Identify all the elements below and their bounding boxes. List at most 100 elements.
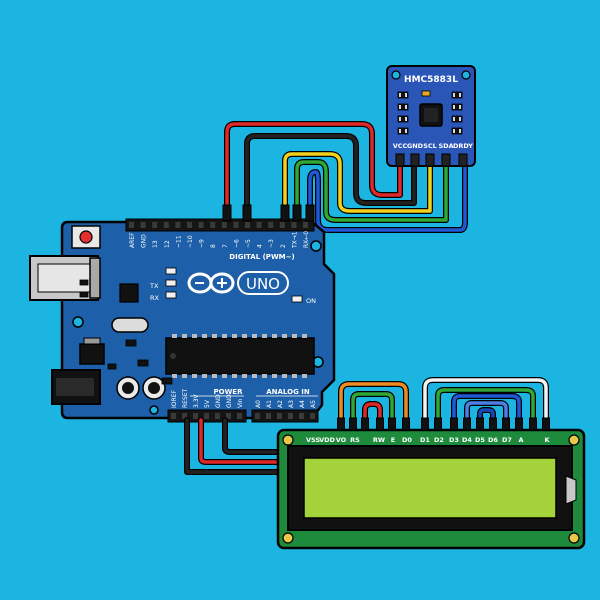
chip-pin xyxy=(302,374,307,378)
digital-pin-label: ~10 xyxy=(187,235,194,248)
chip-pin xyxy=(242,374,247,378)
chip-pin xyxy=(292,334,297,338)
header-hole xyxy=(210,222,216,228)
lcd-jumper-plug xyxy=(476,417,484,431)
analog-pin-label: A3 xyxy=(288,400,295,408)
chip-pin xyxy=(262,334,267,338)
reset-button xyxy=(71,225,101,249)
power-pin-label: Vin xyxy=(237,398,244,408)
lcd-power-wires xyxy=(184,417,285,475)
usb-chip xyxy=(119,283,139,303)
wire-black xyxy=(245,134,416,220)
chip-pin xyxy=(192,334,197,338)
analog-label: ANALOG IN xyxy=(266,388,310,396)
analog-pin-label: A4 xyxy=(299,400,306,408)
lcd-pin-label: VO xyxy=(336,436,347,444)
lcd-pin-label: E xyxy=(391,436,395,444)
sensor-title: HMC5883L xyxy=(404,75,458,85)
header-hole xyxy=(215,413,220,419)
chip-pin xyxy=(222,334,227,338)
chip-pin xyxy=(262,374,267,378)
lcd-pin-label: A xyxy=(518,436,523,444)
chip-pin xyxy=(212,374,217,378)
chip-pin xyxy=(292,374,297,378)
lcd-pin-label: D4 xyxy=(462,436,472,444)
sensor-pin-header xyxy=(395,153,468,167)
lcd-jumper-plug xyxy=(361,417,369,431)
power-pin-label: 3.3V xyxy=(193,393,200,408)
lcd-jumper-plug xyxy=(515,417,523,431)
lcd-jumper-plug xyxy=(489,417,497,431)
header-hole xyxy=(193,413,198,419)
analog-header xyxy=(251,409,319,423)
capacitors xyxy=(116,376,166,400)
rx-label: RX xyxy=(150,294,160,302)
digital-pin-label: 12 xyxy=(164,240,171,248)
header-hole xyxy=(198,222,204,228)
chip-pin xyxy=(182,374,187,378)
lcd-jumper-plugs xyxy=(337,417,550,431)
power-jack xyxy=(51,369,101,405)
lcd-jumper-plug xyxy=(450,417,458,431)
header-hole xyxy=(237,413,242,419)
header-hole xyxy=(140,222,146,228)
chip-pin xyxy=(282,334,287,338)
chip-pin xyxy=(172,374,177,378)
lcd-jumper-plug xyxy=(349,417,357,431)
lcd-jumper-plug xyxy=(502,417,510,431)
digital-header xyxy=(125,218,315,232)
digital-pin-label: ~3 xyxy=(268,239,275,248)
board-model-label: UNO xyxy=(246,275,280,293)
chip-pin xyxy=(232,374,237,378)
hmc5883l-module: HMC5883L VCC GND SCL SDA DRDY xyxy=(386,65,476,167)
header-hole xyxy=(299,413,304,419)
digital-pin-label: 13 xyxy=(152,240,159,248)
chip-pin xyxy=(202,374,207,378)
header-hole xyxy=(204,413,209,419)
lcd-pin-label: VDD xyxy=(319,436,335,444)
chip-pin xyxy=(282,374,287,378)
digital-pin-label: ~11 xyxy=(175,235,182,248)
chip-pin xyxy=(182,334,187,338)
sensor-wires xyxy=(224,121,468,233)
header-hole xyxy=(226,413,231,419)
wire-yellow xyxy=(283,152,432,220)
power-header xyxy=(167,409,247,423)
header-hole xyxy=(256,222,262,228)
header-hole xyxy=(171,413,176,419)
header-hole xyxy=(268,222,274,228)
header-hole xyxy=(221,222,227,228)
lcd-pin-label: VSS xyxy=(306,436,320,444)
analog-pin-label: A1 xyxy=(266,400,273,408)
digital-pin-label: AREF xyxy=(129,232,136,248)
header-hole xyxy=(310,413,315,419)
usb-port xyxy=(29,255,101,301)
chip-pin xyxy=(172,334,177,338)
lcd-pin-label: D7 xyxy=(502,436,512,444)
tx-label: TX xyxy=(149,282,159,290)
digital-pin-label: ~9 xyxy=(199,239,206,248)
header-hole xyxy=(288,413,293,419)
lcd-screen xyxy=(303,457,557,519)
chip-pin xyxy=(302,334,307,338)
chip-pin xyxy=(272,334,277,338)
lcd-pin-label: D2 xyxy=(434,436,444,444)
power-pin-label: GND xyxy=(215,394,222,408)
wire-green xyxy=(295,160,448,222)
chip-pin xyxy=(252,334,257,338)
lcd-pin-label: D5 xyxy=(475,436,485,444)
header-hole xyxy=(187,222,192,228)
lcd-pin-label: RS xyxy=(350,436,360,444)
header-hole xyxy=(279,222,285,228)
header-hole xyxy=(163,222,169,228)
header-hole xyxy=(303,222,308,228)
smd-components xyxy=(79,279,149,370)
digital-pin-label: 4 xyxy=(257,244,264,248)
wire-blue xyxy=(308,163,467,232)
digital-pin-label: GND xyxy=(141,234,148,248)
chip-pin xyxy=(192,374,197,378)
lcd-jumper-plug xyxy=(421,417,429,431)
chip-pin xyxy=(202,334,207,338)
